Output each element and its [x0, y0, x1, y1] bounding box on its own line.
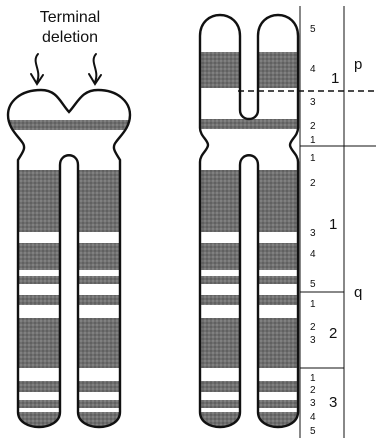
p-band-2: 2: [310, 121, 316, 132]
caption-terminal: Terminal: [40, 9, 100, 26]
q3-band-5: 5: [310, 426, 316, 437]
q2-band-3: 3: [310, 335, 316, 346]
q-region-3: 3: [329, 394, 337, 411]
q-arm-label: q: [354, 284, 362, 301]
q1-band-3: 3: [310, 228, 316, 239]
deleted-chromosome: [0, 90, 140, 427]
q1-band-1: 1: [310, 153, 316, 164]
caption-deletion: deletion: [42, 29, 98, 46]
deletion-arrow-right-icon: [89, 54, 101, 84]
normal-chromosome-bands: [190, 52, 310, 426]
q3-band-1: 1: [310, 373, 316, 384]
p-band-5: 5: [310, 24, 316, 35]
q3-band-2: 2: [310, 385, 316, 396]
q-region-1: 1: [329, 216, 337, 233]
normal-chromosome: [190, 15, 310, 427]
p-band-4: 4: [310, 64, 316, 75]
q3-band-3: 3: [310, 398, 316, 409]
p-arm-label: p: [354, 56, 362, 73]
p-band-1: 1: [310, 135, 316, 146]
p-band-3: 3: [310, 97, 316, 108]
q2-band-2: 2: [310, 322, 316, 333]
q2-band-1: 1: [310, 299, 316, 310]
p-region-1: 1: [331, 70, 339, 87]
q3-band-4: 4: [310, 412, 316, 423]
q-region-2: 2: [329, 325, 337, 342]
q1-band-2: 2: [310, 178, 316, 189]
q1-band-4: 4: [310, 249, 316, 260]
deletion-arrow-left-icon: [31, 54, 43, 84]
q1-band-5: 5: [310, 279, 316, 290]
